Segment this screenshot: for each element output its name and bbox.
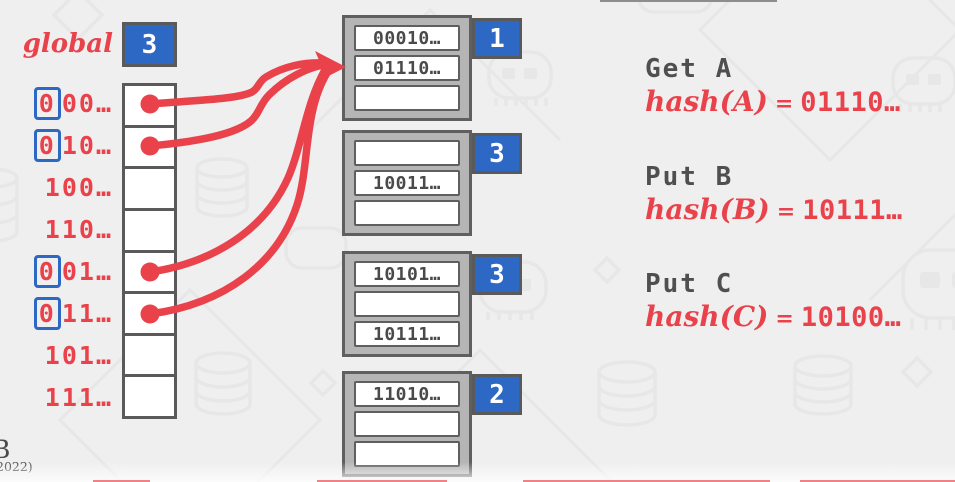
dir-label-111: 111… xyxy=(44,383,113,412)
directory-cell xyxy=(125,332,174,375)
top-edge-cutoff-line xyxy=(600,0,777,2)
op-action: Get A xyxy=(645,54,734,84)
highlighted-bit: 0 xyxy=(33,87,61,120)
bucket-slot xyxy=(354,200,460,226)
db-cylinder-icon xyxy=(597,360,657,427)
bucket-slot: 00010… xyxy=(354,25,460,51)
directory-cell xyxy=(125,207,174,250)
db-cylinder-icon xyxy=(194,351,252,416)
op-hash-line: hash(B)=10111… xyxy=(645,193,903,226)
op-action: Put C xyxy=(645,269,734,299)
bucket-4-local-depth: 2 xyxy=(472,374,522,415)
op-hash-line: hash(C)=10100… xyxy=(645,300,902,333)
op-action: Put B xyxy=(645,162,734,192)
bucket-slot xyxy=(354,291,460,317)
bucket-slot: 01110… xyxy=(354,55,460,81)
directory-cell xyxy=(125,249,174,292)
bucket-3: 10101… 10111… xyxy=(342,251,472,357)
highlighted-bit: 0 xyxy=(33,297,61,330)
skull-icon xyxy=(891,56,955,112)
bucket-slot xyxy=(354,85,460,111)
db-cylinder-icon xyxy=(793,354,853,416)
bucket-slot: 10011… xyxy=(354,170,460,196)
db-cylinder-icon xyxy=(0,167,19,243)
bucket-1-local-depth: 1 xyxy=(472,18,522,59)
bucket-slot xyxy=(354,140,460,166)
directory-cell xyxy=(125,166,174,208)
directory-cell xyxy=(125,124,174,167)
global-depth-label: global xyxy=(22,29,113,59)
bucket-slot xyxy=(354,441,460,467)
bucket-4: 11010… xyxy=(342,371,472,477)
bucket-slot: 10101… xyxy=(354,261,460,287)
global-depth-value: 3 xyxy=(141,29,158,60)
op-hash-line: hash(A)=01110… xyxy=(645,85,901,118)
directory-cell xyxy=(125,86,174,125)
skull-icon xyxy=(901,248,955,330)
directory-cell xyxy=(125,291,174,333)
directory-array xyxy=(122,83,177,419)
highlighted-bit: 0 xyxy=(33,255,61,288)
db-cylinder-icon xyxy=(195,157,249,218)
operation-put-c: Put C hash(C)=10100… xyxy=(645,269,901,333)
bucket-slot xyxy=(354,411,460,437)
directory-cell xyxy=(125,374,174,416)
operation-put-b: Put B hash(B)=10111… xyxy=(645,162,903,226)
bucket-1: 00010… 01110… xyxy=(342,15,472,121)
bucket-3-local-depth: 3 xyxy=(472,254,522,295)
global-depth-box: 3 xyxy=(122,22,177,67)
footer-clipped-year: 2022) xyxy=(0,459,33,474)
bucket-2: 10011… xyxy=(342,130,472,236)
bucket-slot: 11010… xyxy=(354,381,460,407)
bucket-slot: 10111… xyxy=(354,321,460,347)
dir-label-100: 100… xyxy=(44,173,113,202)
operation-get-a: Get A hash(A)=01110… xyxy=(645,54,901,118)
dir-label-101: 101… xyxy=(44,341,113,370)
dir-label-110: 110… xyxy=(44,215,113,244)
footer-clipped-char: B xyxy=(0,435,11,464)
highlighted-bit: 0 xyxy=(33,129,61,162)
bucket-2-local-depth: 3 xyxy=(472,133,522,174)
